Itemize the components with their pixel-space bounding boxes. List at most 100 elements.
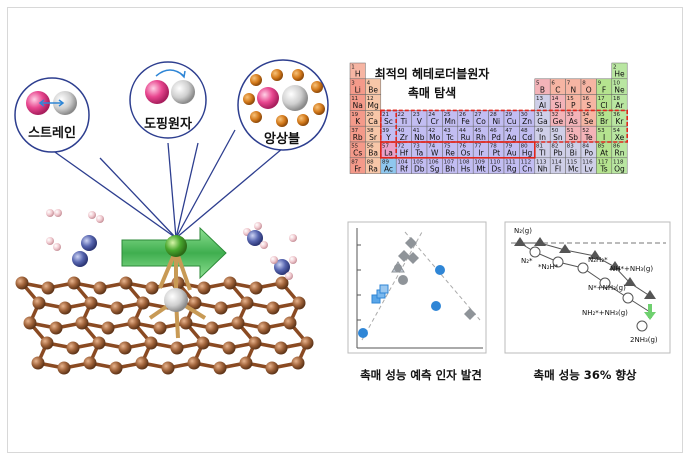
element-number: 8 — [582, 80, 586, 86]
carbon-atom — [275, 276, 289, 290]
element-symbol: C — [555, 85, 560, 94]
carbon-atom — [274, 341, 288, 355]
element-symbol: In — [539, 133, 546, 142]
element-symbol: Sn — [553, 133, 563, 142]
doping-bubble: 도핑원자 — [129, 61, 207, 139]
pt-title-line2: 촉매 탐색 — [408, 85, 456, 100]
element-number: 39 — [382, 128, 389, 134]
element-symbol: K — [355, 117, 361, 126]
carbon-atom — [197, 281, 211, 295]
carbon-atom — [109, 361, 123, 375]
element-symbol: Y — [385, 133, 391, 142]
carbon-atom — [40, 336, 54, 350]
element-number: 74 — [428, 144, 435, 150]
element-symbol: Ge — [553, 117, 564, 126]
carbon-atom — [170, 341, 184, 355]
dopant-atom — [165, 235, 187, 257]
highlight-period6-box — [379, 141, 536, 159]
element-symbol: N — [570, 85, 576, 94]
element-symbol: Cs — [353, 149, 362, 158]
grey-atom — [282, 85, 308, 111]
carbon-atom — [144, 336, 158, 350]
element-symbol: Hg — [522, 149, 533, 158]
element-symbol: Fl — [555, 164, 561, 173]
element-number: 48 — [521, 128, 528, 134]
element-number: 26 — [459, 112, 466, 118]
element-number: 20 — [367, 112, 374, 118]
element-number: 54 — [613, 128, 620, 134]
element-symbol: Na — [353, 101, 363, 110]
element-symbol: Ds — [491, 164, 501, 173]
element-number: 10 — [613, 80, 620, 86]
element-number: 84 — [582, 144, 589, 150]
element-number: 50 — [551, 128, 558, 134]
e-label-n2h2: N₂H₂* — [588, 256, 608, 264]
element-symbol: Ba — [368, 149, 378, 158]
element-symbol: Os — [461, 149, 471, 158]
element-cell-F: 9F — [596, 78, 613, 95]
carbon-atom — [58, 301, 72, 315]
carbon-atom — [214, 301, 228, 315]
element-symbol: Rh — [476, 133, 486, 142]
element-number: 11 — [351, 96, 358, 102]
element-symbol: Ta — [414, 149, 423, 158]
element-number: 42 — [428, 128, 435, 134]
element-number: 37 — [351, 128, 358, 134]
carbon-atom — [93, 281, 107, 295]
carbon-atom — [83, 356, 97, 370]
element-symbol: Be — [368, 85, 378, 94]
element-symbol: Tl — [538, 149, 546, 158]
element-symbol: Ti — [400, 117, 407, 126]
element-symbol: Lv — [584, 164, 593, 173]
carbon-atom — [213, 361, 227, 375]
carbon-atom — [266, 301, 280, 315]
element-number: 55 — [351, 144, 358, 150]
carbon-atom — [265, 361, 279, 375]
carbon-atom — [240, 296, 254, 310]
strain-bubble: 스트레인 — [14, 77, 90, 153]
carbon-atom — [49, 321, 63, 335]
element-cell-W: 74W — [426, 141, 443, 159]
element-symbol: Pt — [493, 149, 501, 158]
element-symbol: Si — [554, 101, 561, 110]
element-cell-H: 1H — [349, 62, 366, 80]
e-label-n-nh3: N*+NH₃(g) — [588, 284, 626, 292]
element-number: 6 — [551, 80, 555, 86]
element-number: 79 — [505, 144, 512, 150]
element-symbol: Cn — [522, 164, 532, 173]
element-symbol: Re — [445, 149, 455, 158]
element-number: 115 — [567, 159, 578, 165]
element-symbol: Cu — [507, 117, 517, 126]
element-symbol: Sr — [369, 133, 378, 142]
element-number: 75 — [444, 144, 451, 150]
element-symbol: Ne — [614, 85, 625, 94]
element-symbol: Bi — [570, 149, 577, 158]
carbon-atom — [110, 301, 124, 315]
carbon-atom — [101, 321, 115, 335]
element-symbol: Hf — [400, 149, 409, 158]
carbon-atom — [188, 296, 202, 310]
